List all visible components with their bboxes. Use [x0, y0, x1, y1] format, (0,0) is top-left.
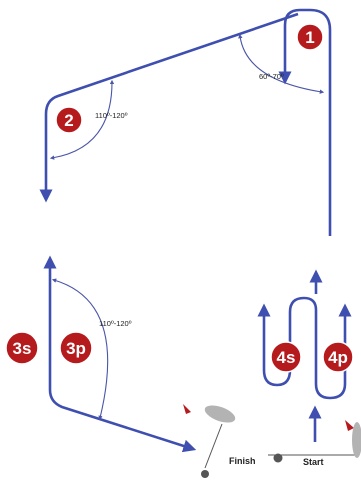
badge-3s-label: 3s: [13, 339, 32, 358]
angle-arc-mark1: [238, 33, 325, 94]
start-pin-buoy: [273, 453, 283, 463]
finish-pin-buoy: [201, 470, 209, 478]
angle-label-mark2: 110º-120º: [95, 111, 128, 120]
badge-2-label: 2: [64, 111, 73, 130]
badge-2: 2: [55, 106, 83, 134]
badge-4s-label: 4s: [277, 348, 296, 367]
finish-flag-icon: [183, 404, 191, 414]
finish-committee-boat: [204, 405, 236, 423]
start-label: Start: [303, 457, 324, 467]
angle-arc-mark3: [51, 278, 109, 421]
badge-3s: 3s: [5, 331, 39, 365]
badge-4p: 4p: [322, 341, 354, 373]
badge-3p-label: 3p: [66, 339, 86, 358]
angle-arc-mark2: [49, 79, 115, 160]
start-flag-icon: [345, 420, 354, 431]
start-committee-boat: [352, 422, 361, 458]
badge-1-label: 1: [305, 28, 314, 47]
route-gate-left: [257, 296, 318, 387]
angle-label-mark1: 60º-70º: [259, 72, 284, 81]
route-gate-right: [314, 303, 352, 400]
angle-label-mark3: 110º-120º: [99, 319, 132, 328]
badge-3p: 3p: [59, 331, 93, 365]
badge-1: 1: [296, 23, 324, 51]
finish-label: Finish: [229, 456, 256, 466]
route-reach-leg: [39, 12, 299, 203]
start-line: Start: [268, 420, 361, 467]
finish-line: Finish: [183, 404, 256, 478]
badge-4s: 4s: [270, 341, 302, 373]
badge-4p-label: 4p: [328, 348, 348, 367]
